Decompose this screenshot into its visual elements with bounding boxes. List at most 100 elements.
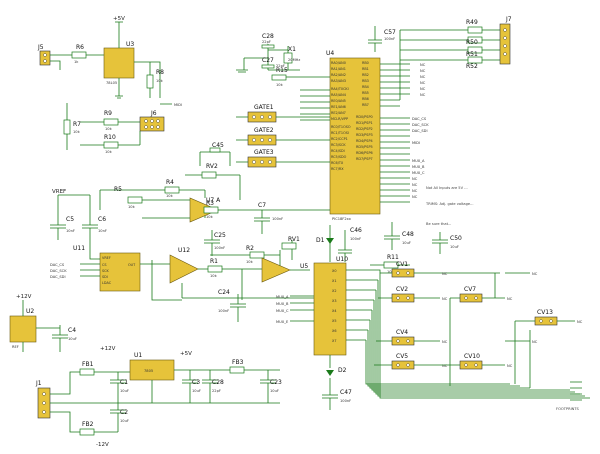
output-amplifiers: U12 R1 10k U5 C24 100nF <box>151 247 330 322</box>
ferrite-FB1 <box>79 368 95 376</box>
value-C7: 100nF <box>272 217 283 221</box>
resistor-R51 <box>467 46 483 54</box>
u4-pin-l7: RE1/AN6 <box>331 105 346 109</box>
resistor-R7 <box>63 119 71 135</box>
chip-U4 <box>329 57 381 215</box>
label-CV4: CV4 <box>396 329 408 336</box>
net-label-v12: +12V <box>16 294 32 300</box>
value-C28: 22pF <box>262 40 271 44</box>
u11-pin-ldac: LDAC <box>102 281 112 285</box>
label-U11: U11 <box>73 245 85 252</box>
label-CV5: CV5 <box>396 353 408 360</box>
value-C46: 100nF <box>350 237 361 241</box>
net-label-mux-a-u10: MUX_A <box>276 295 289 299</box>
label-C23: C23 <box>270 379 282 386</box>
label-R9: R9 <box>104 110 112 117</box>
u10-pin-x7: X7 <box>332 339 336 343</box>
label-CV13: CV13 <box>537 309 553 316</box>
connector-J7 <box>499 23 511 65</box>
u4-pin-r14: RD6/PSP6 <box>356 151 373 155</box>
value-R2: 10k <box>246 260 254 264</box>
label-R3: R3 <box>206 200 214 207</box>
connector-J6 <box>139 116 165 132</box>
nc-label: NC <box>412 177 418 181</box>
u4-pin-l9: MCLR/VPP <box>331 117 348 121</box>
header-J7-section: R49 R50 R51 R52 J7 <box>399 16 512 100</box>
label-C46: C46 <box>350 227 362 234</box>
u11-pin-sck: SCK <box>102 269 110 273</box>
label-R6: R6 <box>76 44 84 51</box>
label-R8: R8 <box>156 69 164 76</box>
connector-J5 <box>39 50 51 66</box>
u4-pin-r11: RD3/PSP3 <box>356 133 373 137</box>
chip-U2-part: REF <box>12 345 19 349</box>
resistor-R50 <box>467 36 483 44</box>
resistor-R8 <box>146 74 154 89</box>
nc-label: NC <box>420 81 426 85</box>
label-C7: C7 <box>258 202 266 209</box>
mux-U10: U10 X0 X1 X2 X3 X4 X5 X6 X7 MUX_A MUX_B … <box>276 256 590 410</box>
cv-CV2: CV2 NC <box>378 286 448 303</box>
nc-label: NC <box>412 189 418 193</box>
label-CV10: CV10 <box>464 353 480 360</box>
note-2: TRIMS: Adj. gate voltage... <box>425 202 474 206</box>
u11-pin-out: OUT <box>128 263 136 267</box>
u10-pin-x2: X2 <box>332 289 336 293</box>
power-regulator-section: J5 R6 1k U3 78L05 +5V R8 10k MIDI <box>37 16 182 107</box>
resistor-R3 <box>203 206 219 214</box>
nc-label: NC <box>412 183 418 187</box>
connector-CV7 <box>459 293 483 303</box>
cv-CV1: CV1 NC <box>380 261 470 278</box>
nc-label: NC <box>532 272 538 276</box>
resistor-R15 <box>271 74 287 81</box>
u4-pin-r1: RB1 <box>362 67 369 71</box>
u4-right-pins: RB0 RB1 RB2 RB3 RB4 RB5 RB6 RB7 RD0/PSP0… <box>356 61 373 161</box>
note-3: Be sure that... <box>426 222 451 226</box>
value-R15: 10k <box>276 83 284 87</box>
u4-pin-r13: RD5/PSP5 <box>356 145 373 149</box>
net-label-dac-sck: DAC_SCK <box>412 123 429 127</box>
label-GATE1: GATE1 <box>254 104 274 111</box>
value-C50: 10uF <box>450 245 459 249</box>
u11-pin-sdi: SDI <box>102 275 108 279</box>
footprint-legend: FOOTPRINTS <box>556 381 582 411</box>
label-X1: X1 <box>288 46 296 53</box>
ferrite-FB3 <box>229 366 245 374</box>
mux-power-section: D1 C46 100nF C48 10uF C50 10uF R11 10k <box>316 222 462 274</box>
chip-U1-part: 7805 <box>144 369 153 373</box>
label-RV1: RV1 <box>288 236 300 243</box>
power-supply: J1 FB1 FB2 C1 10uF C2 10uF U1 7805 C3 10… <box>35 346 282 448</box>
value-C48: 10uF <box>402 241 411 245</box>
value-R3: 10k <box>206 215 214 219</box>
value-C4: 10uF <box>68 337 77 341</box>
value-C23: 10uF <box>270 389 279 393</box>
u4-pin-l1: RA1/AN1 <box>331 67 346 71</box>
resistor-R10 <box>103 141 119 149</box>
net-label-mux-b-u10: MUX_B <box>276 302 289 306</box>
nc-label: NC <box>412 195 418 199</box>
u4-pin-l4: RA4/T0CKI <box>331 87 349 91</box>
u4-pin-r2: RB2 <box>362 73 369 77</box>
connector-CV4 <box>391 336 415 346</box>
label-C24: C24 <box>218 289 230 296</box>
u4-pin-r15: RD7/PSP7 <box>356 157 373 161</box>
u4-pin-r3: RB3 <box>362 79 369 83</box>
value-R11: 10k <box>387 270 395 274</box>
u10-pin-x1: X1 <box>332 279 336 283</box>
input-section: R7 10k R9 10k R10 10k J6 <box>63 103 165 154</box>
resistor-R11 <box>383 261 399 269</box>
trim-section: C25 100nF R2 10k RV1 <box>204 230 300 270</box>
label-R1: R1 <box>210 258 218 265</box>
net-label-mux-c-u10: MUX_C <box>276 309 289 313</box>
nc-label: NC <box>442 297 448 301</box>
chip-U10 <box>313 262 347 356</box>
label-C5: C5 <box>66 216 74 223</box>
pot-RV1 <box>281 242 297 250</box>
net-label-dac-sdi: DAC_SDI <box>412 129 428 133</box>
value-C57: 100nF <box>384 37 395 41</box>
label-C45: C45 <box>212 142 224 149</box>
value-R5: 10k <box>128 205 136 209</box>
value-C24: 100nF <box>218 309 229 313</box>
u4-pin-r12: RD4/PSP4 <box>356 139 373 143</box>
u4-pin-l12: RC2/CCP1 <box>331 137 348 141</box>
